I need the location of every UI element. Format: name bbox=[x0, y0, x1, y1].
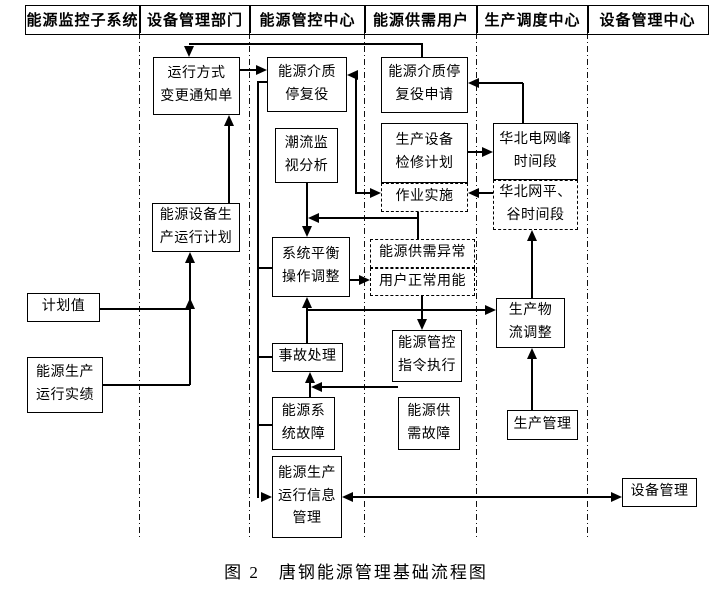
node-work-implementation: 作业实施 bbox=[381, 183, 468, 212]
node-accident-handling: 事故处理 bbox=[272, 343, 343, 372]
connector bbox=[257, 81, 259, 498]
arrowhead bbox=[611, 492, 622, 502]
lane-header-production-dispatch: 生产调度中心 bbox=[484, 12, 581, 29]
node-supply-demand-abnormal: 能源供需异常 bbox=[370, 239, 475, 268]
lane-header-equipment-mgmt-center: 设备管理中心 bbox=[599, 12, 696, 29]
arrowhead bbox=[527, 230, 537, 241]
connector bbox=[355, 192, 371, 194]
node-grid-flat-valley-period: 华北网平、 谷时间段 bbox=[493, 180, 578, 230]
connector bbox=[352, 496, 612, 498]
connector bbox=[306, 309, 486, 311]
arrowhead bbox=[224, 115, 234, 126]
node-production-mgmt: 生产管理 bbox=[507, 410, 578, 440]
arrowhead bbox=[485, 305, 496, 315]
header-divider bbox=[364, 5, 366, 33]
node-supply-demand-fault: 能源供 需故障 bbox=[398, 397, 460, 450]
arrowhead bbox=[347, 70, 358, 80]
node-maintenance-plan: 生产设备 检修计划 bbox=[381, 123, 468, 183]
connector bbox=[100, 308, 190, 310]
arrowhead bbox=[417, 319, 427, 330]
connector bbox=[306, 307, 308, 343]
connector bbox=[350, 279, 360, 281]
node-equip-production-plan: 能源设备生 产运行计划 bbox=[152, 203, 240, 252]
arrowhead bbox=[482, 147, 493, 157]
arrowhead bbox=[311, 382, 322, 392]
arrowhead bbox=[359, 275, 370, 285]
figure-caption: 图 2 唐钢能源管理基础流程图 bbox=[224, 563, 488, 582]
node-flow-monitor: 潮流监 视分析 bbox=[275, 128, 338, 183]
lane-divider bbox=[249, 33, 250, 538]
arrowhead bbox=[185, 252, 195, 263]
arrowhead bbox=[468, 188, 479, 198]
connector bbox=[189, 43, 423, 45]
arrowhead bbox=[468, 78, 479, 88]
node-system-fault: 能源系 统故障 bbox=[272, 397, 335, 450]
connector bbox=[318, 217, 418, 219]
connector bbox=[479, 192, 493, 194]
lane-divider bbox=[364, 33, 365, 538]
connector bbox=[309, 382, 311, 397]
node-control-command-exec: 能源管控 指令执行 bbox=[392, 330, 462, 382]
node-system-balance: 系统平衡 操作调整 bbox=[272, 237, 350, 297]
header-divider bbox=[587, 5, 589, 33]
connector bbox=[355, 74, 357, 194]
header-divider bbox=[476, 5, 478, 33]
connector bbox=[321, 386, 398, 388]
connector bbox=[306, 183, 308, 227]
arrowhead bbox=[302, 297, 312, 308]
connector bbox=[531, 358, 533, 410]
arrowhead bbox=[305, 372, 315, 383]
lane-header-supply-demand-users: 能源供需用户 bbox=[372, 12, 469, 29]
header-divider bbox=[249, 5, 251, 33]
arrowhead bbox=[370, 188, 381, 198]
node-production-actual: 能源生产 运行实绩 bbox=[27, 357, 103, 413]
lane-header-equipment-dept: 设备管理部门 bbox=[146, 12, 243, 29]
connector bbox=[257, 81, 267, 83]
connector bbox=[468, 151, 482, 153]
connector bbox=[103, 384, 190, 386]
arrowhead bbox=[256, 65, 267, 75]
header-divider bbox=[139, 5, 141, 33]
node-plan-value: 计划值 bbox=[27, 293, 100, 322]
node-equipment-mgmt: 设备管理 bbox=[622, 478, 697, 507]
connector bbox=[257, 356, 272, 358]
connector bbox=[421, 44, 423, 57]
connector bbox=[479, 82, 523, 84]
connector bbox=[531, 240, 533, 298]
arrowhead bbox=[185, 298, 195, 309]
node-logistics-adjust: 生产物 流调整 bbox=[496, 298, 565, 348]
lane-divider bbox=[139, 33, 140, 538]
arrowhead bbox=[308, 213, 319, 223]
connector bbox=[240, 69, 257, 71]
lane-header-energy-control-center: 能源管控中心 bbox=[259, 12, 356, 29]
arrowhead bbox=[527, 348, 537, 359]
lane-divider bbox=[587, 33, 588, 538]
connector bbox=[522, 83, 524, 123]
arrowhead bbox=[261, 492, 272, 502]
node-grid-peak-period: 华北电网峰 时间段 bbox=[493, 123, 578, 180]
node-stop-restore-apply: 能源介质停 复役申请 bbox=[381, 57, 468, 113]
node-user-normal-use: 用户正常用能 bbox=[370, 268, 475, 296]
arrowhead bbox=[184, 46, 194, 57]
node-medium-stop-restore: 能源介质 停复役 bbox=[267, 57, 347, 112]
header-frame bbox=[25, 5, 709, 35]
connector bbox=[228, 123, 230, 203]
connector bbox=[257, 267, 272, 269]
node-info-mgmt: 能源生产 运行信息 管理 bbox=[272, 456, 342, 538]
connector bbox=[421, 296, 423, 320]
lane-header-monitor-subsystem: 能源监控子系统 bbox=[26, 12, 139, 29]
node-operation-notice: 运行方式 变更通知单 bbox=[153, 57, 240, 115]
connector bbox=[189, 260, 191, 385]
lane-divider bbox=[476, 33, 477, 538]
arrowhead bbox=[302, 226, 312, 237]
arrowhead bbox=[342, 492, 353, 502]
connector bbox=[417, 212, 419, 239]
connector bbox=[257, 424, 272, 426]
